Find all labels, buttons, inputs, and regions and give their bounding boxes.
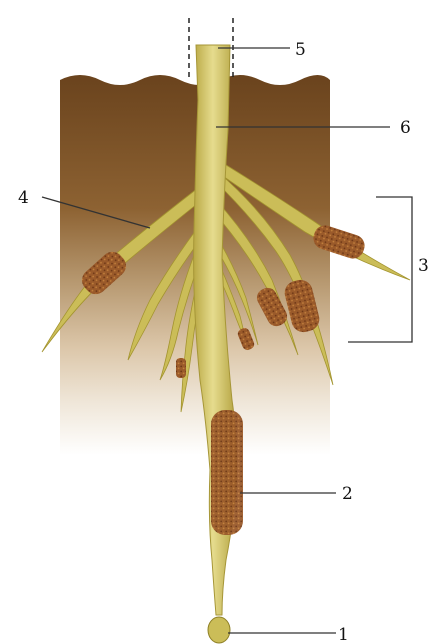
root-cap bbox=[208, 617, 230, 643]
label-1: 1 bbox=[338, 625, 349, 644]
bracket-3 bbox=[348, 197, 412, 342]
label-5: 5 bbox=[295, 40, 306, 60]
root-hair-zone-main bbox=[211, 410, 243, 535]
label-3: 3 bbox=[418, 256, 429, 276]
label-2: 2 bbox=[342, 484, 353, 504]
label-4: 4 bbox=[18, 188, 29, 208]
label-6: 6 bbox=[400, 118, 411, 138]
